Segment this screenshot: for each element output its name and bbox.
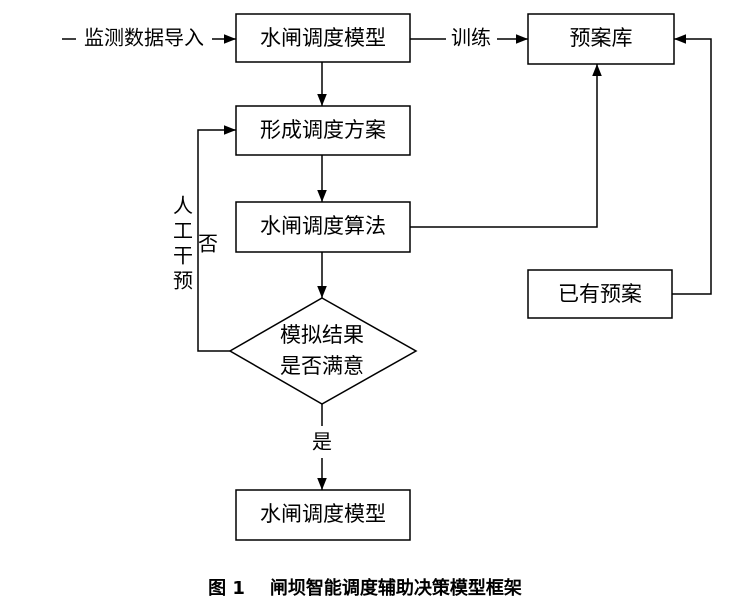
node-model-top-label: 水闸调度模型 — [260, 26, 386, 50]
edge-label-train: 训练 — [451, 26, 491, 50]
edge-algorithm-to-library — [410, 64, 602, 228]
edge-label-no: 否 — [198, 232, 218, 256]
node-decision-line1: 模拟结果 — [280, 323, 364, 347]
node-existing-plan-label: 已有预案 — [558, 282, 642, 306]
node-algorithm-label: 水闸调度算法 — [260, 214, 386, 238]
node-decision-line2: 是否满意 — [280, 354, 364, 378]
edge-label-manual-4: 预 — [173, 269, 193, 293]
node-model-top: 水闸调度模型 — [235, 13, 411, 63]
node-model-bottom-label: 水闸调度模型 — [260, 502, 386, 526]
node-plan-library: 预案库 — [527, 13, 675, 65]
edge-decision-no — [197, 125, 236, 352]
node-plan-library-label: 预案库 — [570, 26, 633, 50]
node-form-plan: 形成调度方案 — [235, 105, 411, 156]
node-algorithm: 水闸调度算法 — [235, 201, 411, 253]
edge-label-manual-2: 工 — [173, 219, 193, 243]
edge-existing-to-library — [672, 34, 712, 295]
edge-label-manual-1: 人 — [173, 194, 193, 218]
node-model-bottom: 水闸调度模型 — [235, 489, 411, 541]
figure-caption: 图 1 闸坝智能调度辅助决策模型框架 — [208, 577, 522, 599]
node-form-plan-label: 形成调度方案 — [260, 118, 386, 142]
edge-label-manual-3: 干 — [173, 244, 193, 268]
edge-label-yes: 是 — [312, 430, 332, 454]
edge-label-import: 监测数据导入 — [84, 26, 204, 50]
node-decision: 模拟结果 是否满意 — [228, 297, 418, 405]
node-existing-plan: 已有预案 — [527, 269, 673, 319]
